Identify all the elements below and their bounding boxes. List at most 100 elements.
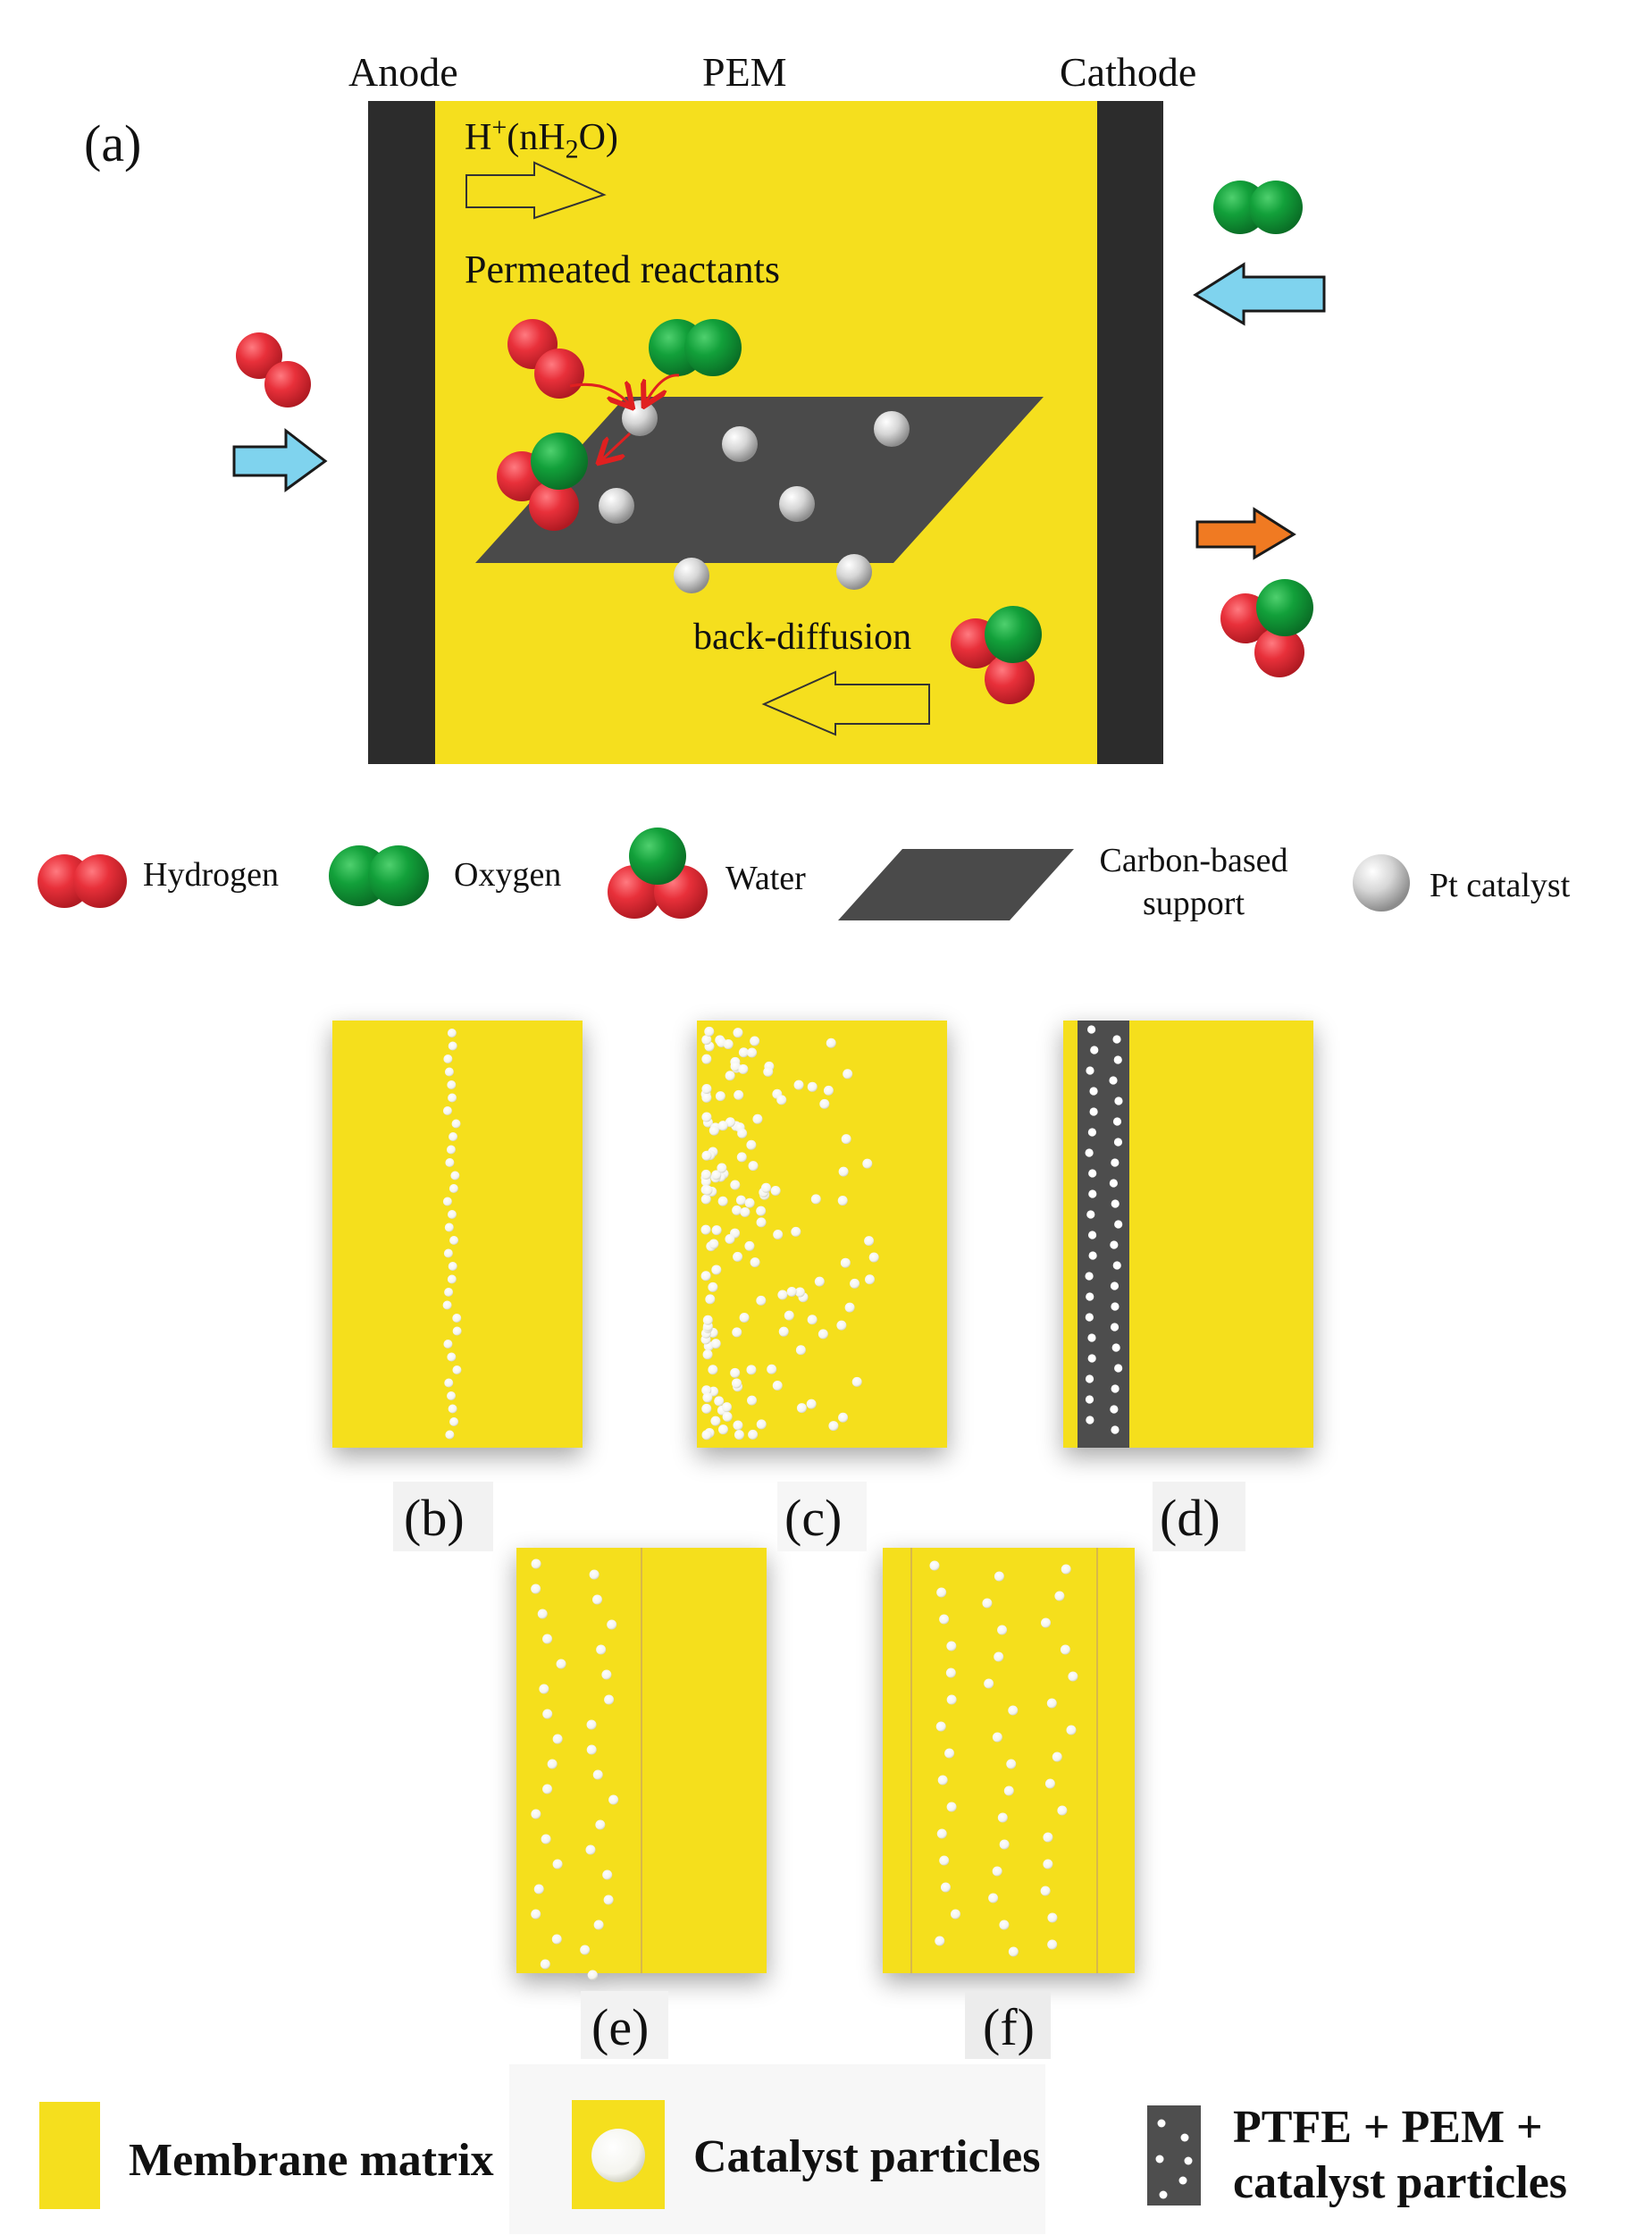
catalyst-particle bbox=[935, 1936, 945, 1946]
catalyst-particle bbox=[705, 1294, 716, 1305]
catalyst-particle bbox=[738, 1063, 749, 1074]
legend-membrane-icon bbox=[39, 2102, 100, 2209]
catalyst-particle bbox=[851, 1376, 862, 1387]
catalyst-particle bbox=[1184, 2156, 1193, 2165]
catalyst-particle bbox=[1110, 1405, 1119, 1414]
legend-hydrogen-icon bbox=[38, 854, 127, 908]
catalyst-particle bbox=[448, 1093, 457, 1103]
catalyst-particle bbox=[936, 1828, 947, 1839]
proton-h: H bbox=[465, 117, 492, 158]
legend-ptfe-line1: PTFE + PEM + bbox=[1233, 2102, 1543, 2153]
catalyst-particle bbox=[850, 1278, 860, 1289]
catalyst-particle bbox=[580, 1945, 591, 1955]
catalyst-particle bbox=[770, 1185, 781, 1196]
catalyst-particle bbox=[1086, 1210, 1095, 1219]
catalyst-particle bbox=[447, 1274, 457, 1284]
catalyst-particle bbox=[596, 1644, 607, 1655]
cathode-outlet-water bbox=[1220, 579, 1313, 677]
catalyst-particle bbox=[807, 1081, 818, 1092]
catalyst-particle bbox=[608, 1794, 619, 1805]
catalyst-particle bbox=[1085, 1395, 1094, 1404]
anode-label: Anode bbox=[348, 49, 458, 95]
catalyst-particle bbox=[702, 1185, 713, 1196]
catalyst-particle bbox=[722, 1411, 733, 1422]
catalyst-particle bbox=[592, 1769, 603, 1780]
catalyst-particle bbox=[1155, 2155, 1164, 2164]
catalyst-particle bbox=[843, 1069, 853, 1080]
catalyst-particle bbox=[1113, 1055, 1122, 1064]
catalyst-particle bbox=[542, 1634, 553, 1644]
catalyst-particle bbox=[747, 1047, 758, 1058]
legend-carbon-line1: Carbon-based bbox=[1099, 842, 1288, 879]
catalyst-particle bbox=[701, 1385, 712, 1396]
catalyst-particle bbox=[748, 1161, 759, 1172]
legend-ptfe-dots bbox=[1155, 2119, 1193, 2199]
catalyst-particle bbox=[1112, 1117, 1122, 1126]
catalyst-particle bbox=[929, 1560, 940, 1571]
panel-c-catalysts bbox=[700, 1026, 879, 1441]
catalyst-particle bbox=[746, 1139, 757, 1150]
catalyst-particle bbox=[717, 1424, 728, 1435]
catalyst-particle bbox=[1061, 1564, 1071, 1575]
pt-catalyst-particle bbox=[622, 400, 658, 436]
pt-catalyst-particle bbox=[874, 411, 910, 447]
catalyst-particle bbox=[711, 1225, 722, 1236]
pt-catalyst-particle bbox=[836, 554, 872, 590]
catalyst-particle bbox=[448, 1404, 457, 1414]
catalyst-particle bbox=[542, 1784, 553, 1794]
catalyst-particle bbox=[1085, 1272, 1094, 1281]
catalyst-particle bbox=[1088, 1189, 1097, 1198]
catalyst-particle bbox=[944, 1748, 955, 1759]
catalyst-particle bbox=[1086, 1066, 1094, 1075]
catalyst-particle bbox=[700, 1194, 711, 1205]
catalyst-particle bbox=[1054, 1591, 1065, 1601]
catalyst-particle bbox=[806, 1399, 817, 1409]
catalyst-particle bbox=[730, 1367, 741, 1378]
catalyst-particle bbox=[444, 1223, 454, 1232]
catalyst-particle bbox=[1087, 1354, 1096, 1363]
catalyst-particle bbox=[777, 1290, 788, 1300]
catalyst-particle bbox=[1044, 1778, 1055, 1789]
catalyst-particle bbox=[531, 1584, 541, 1594]
catalyst-particle bbox=[1112, 1261, 1121, 1270]
catalyst-particle bbox=[1110, 1323, 1120, 1332]
catalyst-particle bbox=[786, 1286, 797, 1297]
catalyst-particle bbox=[531, 1809, 541, 1819]
catalyst-particle bbox=[531, 1909, 541, 1920]
catalyst-particle bbox=[449, 1417, 459, 1426]
catalyst-particle bbox=[840, 1257, 851, 1268]
catalyst-particle bbox=[442, 1106, 452, 1115]
catalyst-particle bbox=[589, 1569, 600, 1580]
catalyst-particle bbox=[1085, 1148, 1094, 1157]
catalyst-particle bbox=[1111, 1425, 1120, 1434]
catalyst-particle bbox=[601, 1669, 612, 1680]
catalyst-particle bbox=[936, 1587, 947, 1598]
catalyst-particle bbox=[452, 1326, 462, 1336]
catalyst-particle bbox=[1086, 1025, 1096, 1034]
catalyst-particle bbox=[709, 1239, 719, 1249]
catalyst-particle bbox=[1110, 1281, 1120, 1290]
catalyst-particle bbox=[701, 1092, 712, 1103]
catalyst-particle bbox=[756, 1295, 767, 1306]
panel-e-catalysts bbox=[531, 1559, 619, 1980]
pt-catalyst-particle bbox=[779, 486, 815, 522]
catalyst-particle bbox=[452, 1314, 462, 1323]
catalyst-particle bbox=[586, 1744, 597, 1755]
back-diffusion-label: back-diffusion bbox=[693, 617, 912, 658]
catalyst-particle bbox=[734, 1430, 744, 1441]
cathode-inlet-arrow bbox=[1193, 262, 1326, 326]
catalyst-particle bbox=[988, 1893, 999, 1903]
catalyst-particle bbox=[701, 1430, 712, 1441]
catalyst-particle bbox=[999, 1839, 1010, 1850]
lower-panels bbox=[295, 983, 1358, 2127]
catalyst-particle bbox=[744, 1240, 755, 1251]
catalyst-particle bbox=[997, 1625, 1008, 1635]
catalyst-particle bbox=[604, 1694, 615, 1705]
catalyst-particle bbox=[552, 1734, 563, 1744]
reaction-arrows bbox=[569, 374, 680, 461]
catalyst-particle bbox=[1047, 1939, 1058, 1950]
catalyst-particle bbox=[547, 1759, 558, 1769]
catalyst-particle bbox=[717, 1196, 728, 1206]
catalyst-particle bbox=[994, 1571, 1004, 1582]
